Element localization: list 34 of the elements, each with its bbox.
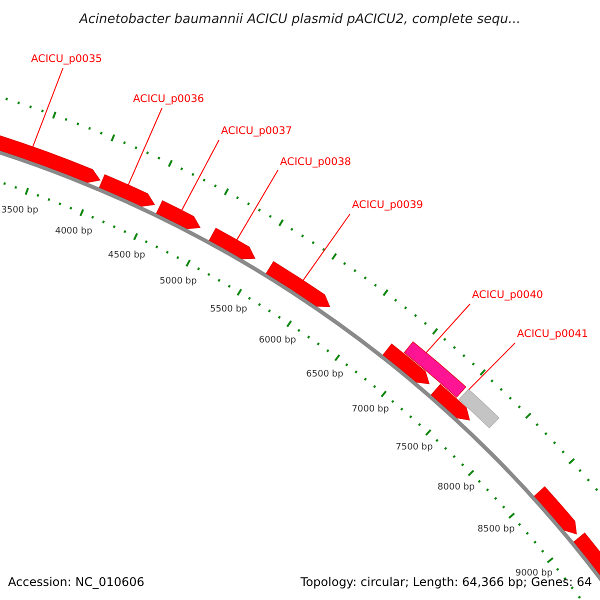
position-label: 8000 bp xyxy=(438,481,475,494)
position-label: 5000 bp xyxy=(160,274,197,288)
gene-segment xyxy=(208,228,256,260)
gene-segment xyxy=(404,341,466,398)
leader-line xyxy=(468,342,516,390)
position-label: 6000 bp xyxy=(258,334,296,348)
gene-segment xyxy=(156,200,200,230)
gene-label: ACICU_p0040 xyxy=(472,289,544,302)
position-label: 4500 bp xyxy=(108,248,146,262)
leader-line xyxy=(181,140,220,211)
position-label: 3500 bp xyxy=(1,204,38,218)
gene-label: ACICU_p0037 xyxy=(221,125,292,138)
gene-label: ACICU_p0036 xyxy=(133,93,204,106)
leader-line xyxy=(426,304,470,354)
gene-label: ACICU_p0038 xyxy=(280,156,352,169)
position-label: 4000 bp xyxy=(55,225,92,238)
gene-segment xyxy=(99,174,155,207)
gene-segment xyxy=(266,261,330,308)
position-label: 8500 bp xyxy=(478,523,515,536)
leader-line xyxy=(128,108,162,186)
leader-line xyxy=(236,170,278,240)
position-label: 7500 bp xyxy=(396,441,433,454)
position-label: 6500 bp xyxy=(306,368,344,381)
position-label: 5500 bp xyxy=(210,304,248,316)
leader-line xyxy=(302,214,350,281)
accession-text: Accession: NC_010606 xyxy=(8,574,144,591)
position-label: 9000 bp xyxy=(515,566,553,578)
gene-label: ACICU_p0035 xyxy=(31,53,102,66)
gene-segment xyxy=(458,388,500,428)
gene-label: ACICU_p0041 xyxy=(517,328,588,341)
leader-line xyxy=(32,68,64,148)
map-title: Acinetobacter baumannii ACICU plasmid pACICU2, complete sequ... xyxy=(78,11,522,29)
position-label: 7000 bp xyxy=(352,403,389,416)
gene-label: ACICU_p0039 xyxy=(352,199,424,212)
